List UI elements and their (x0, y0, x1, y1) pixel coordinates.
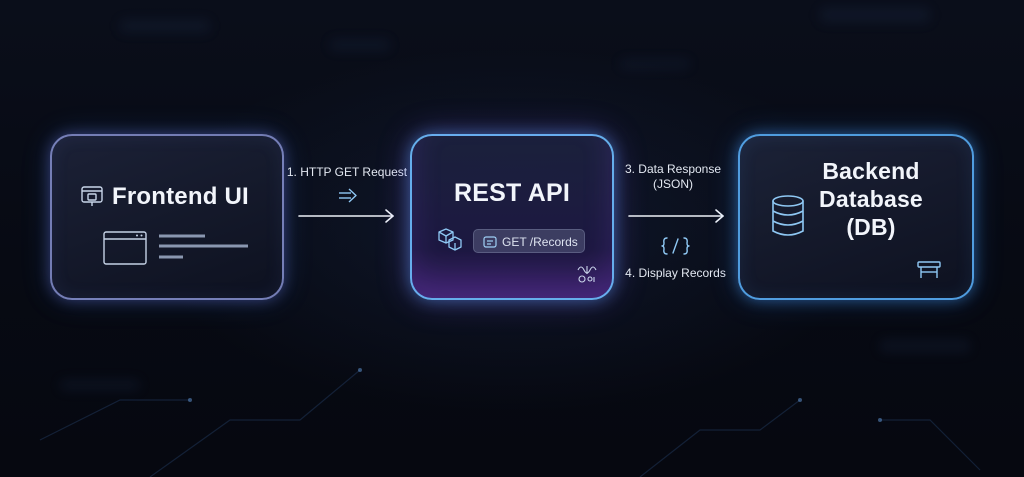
code-braces-icon (661, 237, 690, 255)
background-bokeh (620, 60, 690, 68)
frontend-node (50, 134, 284, 300)
circuit-node (878, 418, 882, 422)
browser-mockup-icon (103, 231, 248, 265)
circuit-node (188, 398, 192, 402)
database-title-line3: (DB) (846, 214, 896, 240)
circuit-trace (880, 419, 981, 471)
database-title-line1: Backend (822, 158, 920, 184)
frontend-title: Frontend UI (112, 183, 249, 210)
response-arrow-label-line1: 3. Data Response (624, 162, 722, 176)
api-settings-icon (577, 266, 597, 283)
background-bokeh (120, 20, 210, 32)
endpoint-pill: GET /Records (473, 229, 585, 253)
browser-window-icon (81, 186, 103, 206)
background-bokeh (330, 40, 390, 50)
background-bokeh (60, 380, 140, 390)
double-arrow-right-icon (339, 188, 357, 203)
response-arrow-label-line2: (JSON) (653, 177, 693, 191)
request-arrow-label: 1. HTTP GET Request (286, 165, 408, 179)
circuit-node (798, 398, 802, 402)
display-arrow-label: 4. Display Records (625, 266, 726, 280)
circuit-trace (149, 369, 361, 477)
circuit-trace (639, 399, 801, 477)
api-node (410, 134, 614, 300)
background-bokeh (820, 8, 930, 22)
cube-modules-icon (438, 228, 462, 251)
response-arrow (628, 209, 724, 223)
database-title-line2: Database (819, 186, 923, 212)
database-cylinder-icon (772, 195, 804, 236)
api-title: REST API (454, 179, 570, 207)
endpoint-label: GET /Records (502, 235, 578, 249)
circuit-trace (39, 399, 190, 441)
endpoint-chip-icon (483, 236, 497, 248)
request-arrow (298, 209, 394, 223)
background-bokeh (880, 340, 970, 352)
circuit-node (358, 368, 362, 372)
table-icon (917, 261, 941, 278)
